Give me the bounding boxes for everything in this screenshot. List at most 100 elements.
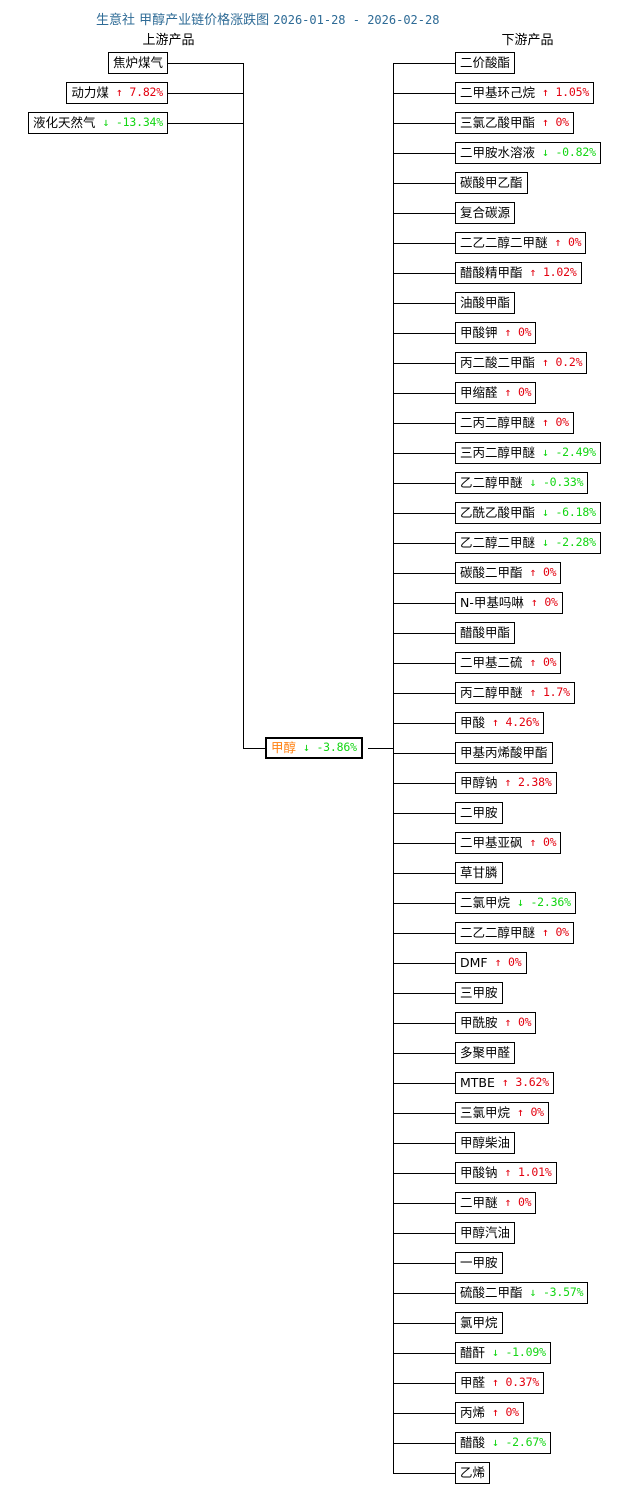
downstream-connector-11 <box>393 393 455 394</box>
downstream-connector-42 <box>393 1323 455 1324</box>
upstream-bus <box>243 63 244 748</box>
node-down-10[interactable]: 丙二酸二甲酯↑ 0.2% <box>455 352 588 374</box>
node-down-45[interactable]: 丙烯↑ 0% <box>455 1402 524 1424</box>
node-down-31[interactable]: 三甲胺 <box>455 982 503 1004</box>
node-name: 二乙二醇二甲醚 <box>460 234 548 250</box>
node-down-4[interactable]: 碳酸甲乙酯 <box>455 172 528 194</box>
node-down-30[interactable]: DMF↑ 0% <box>455 952 527 974</box>
node-down-41[interactable]: 硫酸二甲酯↓ -3.57% <box>455 1282 589 1304</box>
node-down-42[interactable]: 氯甲烷 <box>455 1312 503 1334</box>
node-down-12[interactable]: 二丙二醇甲醚 ↑ 0% <box>455 412 574 434</box>
downstream-connector-43 <box>393 1353 455 1354</box>
node-name: 乙二醇二甲醚 <box>460 534 536 550</box>
node-change-up: ↑ 0% <box>542 415 569 430</box>
downstream-connector-20 <box>393 663 455 664</box>
node-change-up: ↑ 0% <box>554 235 582 250</box>
node-name: 甲醛 <box>460 1374 486 1390</box>
downstream-connector-12 <box>393 423 455 424</box>
node-name: MTBE <box>460 1074 495 1090</box>
node-down-9[interactable]: 甲酸钾↑ 0% <box>455 322 537 344</box>
node-change-up: ↑ 0% <box>504 1195 532 1210</box>
node-down-33[interactable]: 多聚甲醛 <box>455 1042 516 1064</box>
node-change-up: ↑ 0% <box>504 385 532 400</box>
page-title: 生意社 甲醇产业链价格涨跌图 2026-01-28 - 2026-02-28 <box>96 9 439 28</box>
node-down-6[interactable]: 二乙二醇二甲醚 ↑ 0% <box>455 232 587 254</box>
node-down-3[interactable]: 二甲胺水溶液↓ -0.82% <box>455 142 601 164</box>
node-change-down: ↓ -13.34% <box>102 115 163 130</box>
node-down-46[interactable]: 醋酸↓ -2.67% <box>455 1432 551 1454</box>
node-down-29[interactable]: 二乙二醇甲醚↑ 0% <box>455 922 574 944</box>
node-down-7[interactable]: 醋酸精甲酯↑ 1.02% <box>455 262 582 284</box>
node-down-0[interactable]: 二价酸酯 <box>455 52 516 74</box>
downstream-connector-15 <box>393 513 455 514</box>
node-down-5[interactable]: 复合碳源 <box>455 202 516 224</box>
node-name: 乙二醇甲醚 <box>460 474 523 490</box>
downstream-connector-0 <box>393 63 455 64</box>
downstream-connector-4 <box>393 183 455 184</box>
node-up-2[interactable]: 液化天然气 ↓ -13.34% <box>27 112 168 134</box>
downstream-connector-39 <box>393 1233 455 1234</box>
node-name: 二甲基环己烷 <box>460 84 536 100</box>
node-down-44[interactable]: 甲醛 ↑ 0.37% <box>455 1372 545 1394</box>
node-down-1[interactable]: 二甲基环己烷 ↑ 1.05% <box>455 82 595 104</box>
node-down-18[interactable]: N-甲基吗啉↑ 0% <box>455 592 563 614</box>
node-down-39[interactable]: 甲醇汽油 <box>455 1222 516 1244</box>
node-name: 三甲胺 <box>460 984 498 1000</box>
node-change-up: ↑ 1.05% <box>542 85 590 100</box>
node-up-1[interactable]: 动力煤↑ 7.82% <box>66 82 168 104</box>
downstream-connector-23 <box>393 753 455 754</box>
node-down-22[interactable]: 甲酸↑ 4.26% <box>455 712 545 734</box>
node-change-up: ↑ 0% <box>542 115 569 130</box>
node-down-38[interactable]: 二甲醚 ↑ 0% <box>455 1192 537 1214</box>
node-down-40[interactable]: 一甲胺 <box>455 1252 503 1274</box>
downstream-connector-21 <box>393 693 455 694</box>
node-down-25[interactable]: 二甲胺 <box>455 802 503 824</box>
node-down-17[interactable]: 碳酸二甲酯↑ 0% <box>455 562 562 584</box>
node-change-up: ↑ 3.62% <box>501 1075 549 1090</box>
node-down-15[interactable]: 乙酰乙酸甲酯↓ -6.18% <box>455 502 601 524</box>
node-change-up: ↑ 0% <box>529 835 557 850</box>
node-name: 碳酸甲乙酯 <box>460 174 523 190</box>
downstream-connector-36 <box>393 1143 455 1144</box>
node-down-37[interactable]: 甲酸钠↑ 1.01% <box>455 1162 557 1184</box>
node-down-20[interactable]: 二甲基二硫↑ 0% <box>455 652 562 674</box>
downstream-connector-24 <box>393 783 455 784</box>
node-down-16[interactable]: 乙二醇二甲醚 ↓ -2.28% <box>455 532 601 554</box>
node-change-up: ↑ 0% <box>529 655 557 670</box>
node-down-2[interactable]: 三氯乙酸甲酯↑ 0% <box>455 112 574 134</box>
node-down-28[interactable]: 二氯甲烷↓ -2.36% <box>455 892 576 914</box>
node-down-24[interactable]: 甲醇钠↑ 2.38% <box>455 772 557 794</box>
node-name: 丙二醇甲醚 <box>460 684 523 700</box>
node-change-up: ↑ 0.37% <box>492 1375 540 1390</box>
node-down-43[interactable]: 醋酐↓ -1.09% <box>455 1342 551 1364</box>
downstream-connector-30 <box>393 963 455 964</box>
node-name: 二甲基亚砜 <box>460 834 523 850</box>
node-down-36[interactable]: 甲醇柴油 <box>455 1132 516 1154</box>
node-down-11[interactable]: 甲缩醛↑ 0% <box>455 382 537 404</box>
node-down-26[interactable]: 二甲基亚砜 ↑ 0% <box>455 832 562 854</box>
node-down-23[interactable]: 甲基丙烯酸甲酯 <box>455 742 553 764</box>
node-down-19[interactable]: 醋酸甲酯 <box>455 622 516 644</box>
node-name: 二丙二醇甲醚 <box>460 414 536 430</box>
node-change-up: ↑ 0% <box>492 1405 519 1420</box>
node-name: 二甲胺 <box>460 804 498 820</box>
node-down-32[interactable]: 甲酰胺↑ 0% <box>455 1012 537 1034</box>
node-name: 甲醇柴油 <box>460 1134 511 1150</box>
node-name: 二甲醚 <box>460 1194 498 1210</box>
node-change-down: ↓ -2.49% <box>542 445 596 460</box>
node-name: 液化天然气 <box>32 114 96 130</box>
downstream-connector-6 <box>393 243 455 244</box>
node-change-down: ↓ -2.28% <box>542 535 596 550</box>
node-down-34[interactable]: MTBE ↑ 3.62% <box>455 1072 554 1094</box>
node-down-27[interactable]: 草甘膦 <box>455 862 503 884</box>
node-down-14[interactable]: 乙二醇甲醚↓ -0.33% <box>455 472 589 494</box>
node-up-0[interactable]: 焦炉煤气 <box>107 52 168 74</box>
downstream-connector-19 <box>393 633 455 634</box>
node-down-35[interactable]: 三氯甲烷↑ 0% <box>455 1102 549 1124</box>
node-down-13[interactable]: 三丙二醇甲醚↓ -2.49% <box>455 442 601 464</box>
node-down-47[interactable]: 乙烯 <box>455 1462 491 1484</box>
node-down-8[interactable]: 油酸甲酯 <box>455 292 516 314</box>
downstream-connector-33 <box>393 1053 455 1054</box>
node-down-21[interactable]: 丙二醇甲醚↑ 1.7% <box>455 682 575 704</box>
center-node[interactable]: 甲醇↓ -3.86% <box>265 737 363 759</box>
